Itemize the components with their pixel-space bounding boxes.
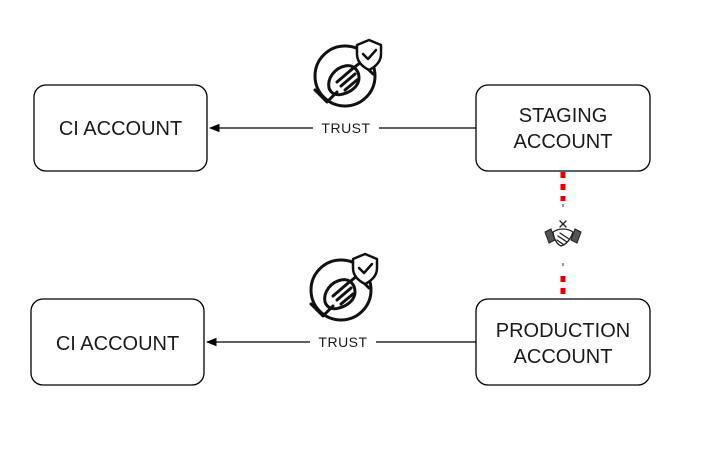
trust-label-bottom: TRUST [318, 334, 367, 350]
handshake-shield-icon [313, 38, 383, 108]
production-account-box-rect [475, 298, 651, 386]
trust-label-top: TRUST [321, 120, 370, 136]
trust-label-bg-top [313, 119, 379, 137]
trust-edge-bottom: TRUST [205, 333, 476, 351]
ci-account-box-top-rect [33, 84, 208, 172]
staging-account-box[interactable]: STAGING ACCOUNT [475, 84, 651, 172]
ci-account-box-bottom[interactable]: CI ACCOUNT [30, 298, 205, 386]
ci-account-box-top[interactable]: CI ACCOUNT [33, 84, 208, 172]
broken-handshake-icon [544, 220, 582, 247]
ci-account-box-bottom-label: CI ACCOUNT [56, 333, 179, 355]
production-account-box-label-line1: PRODUCTION [496, 320, 630, 342]
trust-label-bg-bottom [310, 333, 376, 351]
trust-edge-top: TRUST [208, 119, 476, 137]
staging-account-box-rect [475, 84, 651, 172]
handshake-shield-icon [309, 252, 379, 322]
staging-account-box-label-line2: ACCOUNT [514, 131, 613, 153]
ci-account-box-bottom-rect [30, 298, 205, 386]
production-account-box[interactable]: PRODUCTION ACCOUNT [475, 298, 651, 386]
ci-account-box-top-label: CI ACCOUNT [59, 118, 182, 140]
staging-account-box-label-line1: STAGING [519, 105, 608, 127]
production-account-box-label-line2: ACCOUNT [514, 346, 613, 368]
